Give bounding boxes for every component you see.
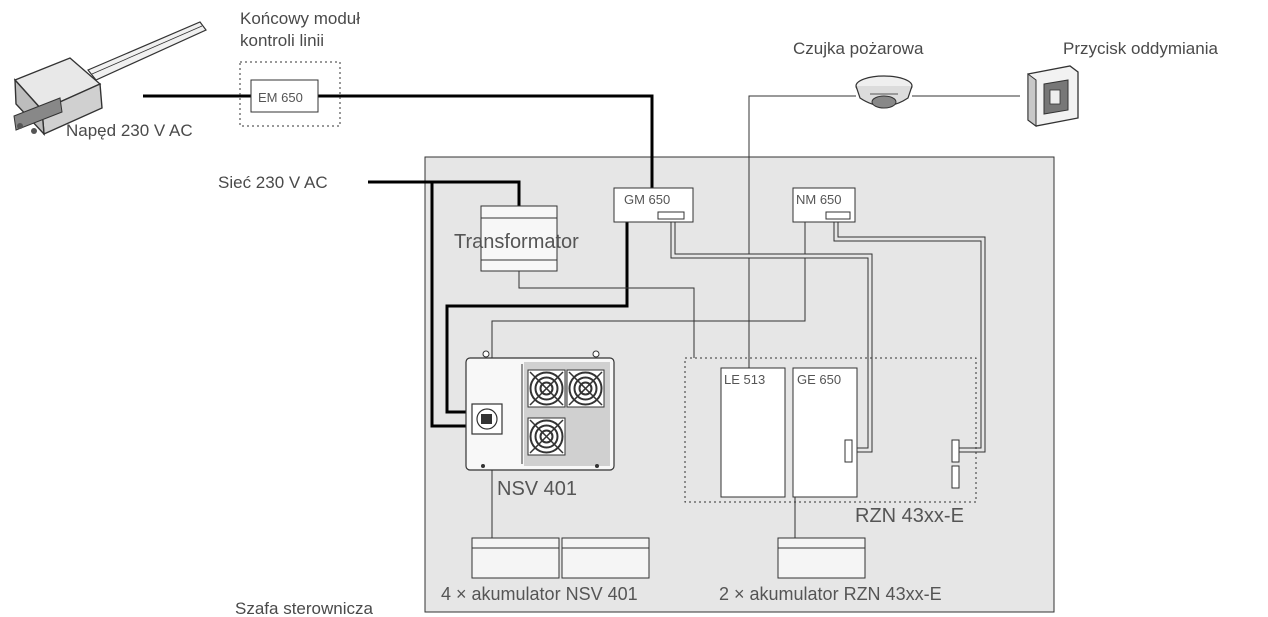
gm650-label: GM 650 [624, 192, 670, 207]
fan-grille-icon-2 [566, 369, 605, 408]
battery-rzn [777, 537, 866, 579]
rzn-connector-1 [951, 439, 960, 463]
battery-nsv-label: 4 × akumulator NSV 401 [441, 584, 638, 604]
wire-transformer-to-le513 [518, 271, 695, 358]
end-module-label-line2: kontroli linii [240, 31, 324, 50]
wire-mains-to-nsv-a [430, 182, 466, 428]
linear-actuator-icon [13, 21, 207, 136]
em650-label: EM 650 [258, 90, 303, 105]
smoke-button-label: Przycisk oddymiania [1063, 39, 1218, 58]
transformer [480, 205, 558, 272]
main-switch-icon [471, 403, 503, 435]
gm650-connector [657, 211, 685, 220]
wire-em650-to-gm650 [318, 94, 654, 188]
rzn-enclosure [684, 357, 977, 503]
fan-grille-icon-1 [527, 369, 566, 408]
battery-nsv-2 [561, 537, 650, 579]
ge650-connector [844, 439, 853, 463]
end-module-enclosure [239, 61, 341, 127]
battery-nsv-1 [471, 537, 560, 579]
nsv401-label: NSV 401 [497, 478, 577, 500]
ge650-label: GE 650 [797, 372, 841, 387]
wire-detector-to-le513 [748, 95, 856, 368]
smoke-detector-icon [855, 75, 913, 109]
smoke-vent-button-icon [1027, 65, 1079, 127]
smoke-detector-label: Czujka pożarowa [793, 39, 924, 58]
fan-grille-icon-3 [527, 417, 566, 456]
wire-nm-to-nsv [491, 222, 806, 358]
em650-module [250, 79, 319, 113]
battery-rzn-label: 2 × akumulator RZN 43xx-E [719, 584, 942, 604]
nm650-label: NM 650 [796, 192, 842, 207]
mains-label: Sieć 230 V AC [218, 173, 328, 192]
drive-label: Napęd 230 V AC [66, 121, 193, 140]
cabinet-label: Szafa sterownicza [235, 599, 373, 617]
transformer-label: Transformator [454, 231, 579, 253]
wire-mains-to-transformer [368, 180, 521, 206]
wire-gm-to-nsv [445, 222, 629, 414]
nm650-connector [825, 211, 851, 220]
end-module-label-line1: Końcowy moduł [240, 9, 360, 28]
le513-label: LE 513 [724, 372, 765, 387]
ge650-module [792, 367, 858, 498]
le513-module [720, 367, 786, 498]
rzn-label: RZN 43xx-E [855, 505, 964, 527]
rzn-connector-2 [951, 465, 960, 489]
